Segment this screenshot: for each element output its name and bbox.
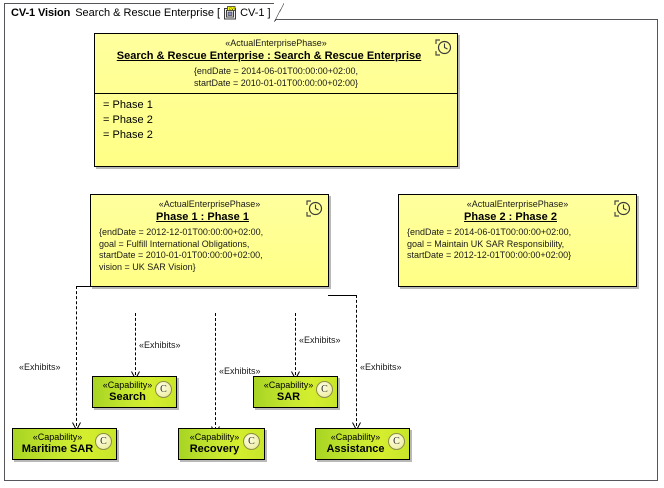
capability-class-badge: C (95, 433, 112, 450)
capability-class-badge: C (316, 381, 333, 398)
property-line: startDate = 2010-01-01T00:00:00+02:00} (193, 77, 359, 88)
node-capability-recovery[interactable]: C «Capability» Recovery (178, 428, 265, 460)
connector-elbow-right (328, 295, 356, 296)
edge-label-exhibits-search: «Exhibits» (139, 340, 181, 350)
arrowhead-search (131, 367, 140, 381)
property-line: startDate = 2012-12-01T00:00:00+02:00} (407, 250, 572, 260)
diagram-bracket-open: [ (217, 6, 221, 19)
node-phase-1[interactable]: «ActualEnterprisePhase» Phase 1 : Phase … (90, 194, 329, 287)
stereotype-label: «ActualEnterprisePhase» (158, 199, 261, 209)
stereotype-label: «Capability» (189, 432, 240, 442)
edge-label-exhibits-recovery: «Exhibits» (219, 366, 261, 376)
property-list: {endDate = 2014-06-01T00:00:00+02:00, go… (399, 226, 636, 266)
property-line: {endDate = 2014-06-01T00:00:00+02:00, (193, 66, 359, 76)
connector-phase1-recovery[interactable] (215, 313, 216, 430)
edge-label-exhibits-sar: «Exhibits» (299, 335, 341, 345)
connector-phase1-search[interactable] (135, 313, 136, 375)
element-name-label: Phase 1 : Phase 1 (156, 211, 249, 223)
diagram-id-label: CV-1 (240, 6, 265, 19)
stereotype-label: «ActualEnterprisePhase» (466, 199, 569, 209)
diagram-kind-label: CV-1 Vision (11, 6, 71, 19)
property-line: {endDate = 2012-12-01T00:00:00+02:00, (99, 227, 264, 237)
diagram-name-label: Search & Rescue Enterprise (75, 6, 215, 19)
connector-phase1-maritime-sar[interactable] (76, 286, 77, 426)
element-name-label: Assistance (326, 443, 385, 455)
slot-item: = Phase 1 (103, 99, 153, 111)
node-capability-sar[interactable]: C «Capability» SAR (253, 376, 338, 408)
node-capability-search[interactable]: C «Capability» Search (92, 376, 177, 408)
arrowhead-assistance (352, 418, 361, 432)
property-line: vision = UK SAR Vision} (99, 261, 196, 272)
cv1-diagram-icon: CV (223, 5, 237, 20)
diagram-title-tab[interactable]: CV-1 Vision Search & Rescue Enterprise [… (4, 3, 284, 22)
connector-elbow-left (76, 286, 95, 287)
stereotype-label: «Capability» (32, 432, 83, 442)
connector-phase1-assistance[interactable] (356, 295, 357, 426)
capability-class-badge: C (388, 433, 405, 450)
property-line: goal = Maintain UK SAR Responsibility, (407, 238, 565, 249)
capability-class-badge: C (243, 433, 260, 450)
svg-text:CV: CV (229, 6, 235, 10)
stereotype-label: «Capability» (263, 380, 314, 390)
edge-label-exhibits-maritime-sar: «Exhibits» (19, 362, 61, 372)
slot-list: = Phase 1 = Phase 2 = Phase 2 (95, 94, 457, 147)
stereotype-label: «Capability» (330, 432, 381, 442)
arrowhead-maritime-sar (72, 418, 81, 432)
clock-icon (434, 38, 453, 57)
node-capability-assistance[interactable]: C «Capability» Assistance (315, 428, 410, 460)
element-name-label: Search & Rescue Enterprise : Search & Re… (116, 50, 422, 62)
arrowhead-sar (291, 367, 300, 381)
slot-item: = Phase 2 (103, 114, 153, 126)
property-list: {endDate = 2012-12-01T00:00:00+02:00, go… (91, 226, 328, 277)
connector-phase1-sar[interactable] (295, 313, 296, 375)
node-phase-2[interactable]: «ActualEnterprisePhase» Phase 2 : Phase … (398, 194, 637, 287)
element-name-label: Recovery (189, 443, 240, 455)
element-name-label: Search (109, 391, 146, 403)
capability-class-badge: C (155, 381, 172, 398)
node-capability-maritime-sar[interactable]: C «Capability» Maritime SAR (12, 428, 117, 460)
element-name-label: Phase 2 : Phase 2 (464, 211, 557, 223)
slot-item: = Phase 2 (103, 129, 153, 141)
node-search-rescue-enterprise[interactable]: «ActualEnterprisePhase» Search & Rescue … (94, 33, 458, 167)
diagram-bracket-close: ] (267, 6, 271, 19)
element-name-label: SAR (276, 391, 301, 403)
element-name-label: Maritime SAR (21, 443, 94, 455)
compartment-divider (95, 93, 457, 94)
stereotype-label: «ActualEnterprisePhase» (225, 38, 327, 48)
clock-icon (305, 199, 324, 218)
stereotype-label: «Capability» (102, 380, 153, 390)
clock-icon (613, 199, 632, 218)
edge-label-exhibits-assistance: «Exhibits» (360, 362, 402, 372)
property-line: goal = Fulfill International Obligations… (99, 238, 250, 249)
property-line: startDate = 2010-01-01T00:00:00+02:00, (99, 250, 263, 260)
property-list: {endDate = 2014-06-01T00:00:00+02:00, st… (95, 65, 457, 93)
property-line: {endDate = 2014-06-01T00:00:00+02:00, (407, 227, 572, 237)
